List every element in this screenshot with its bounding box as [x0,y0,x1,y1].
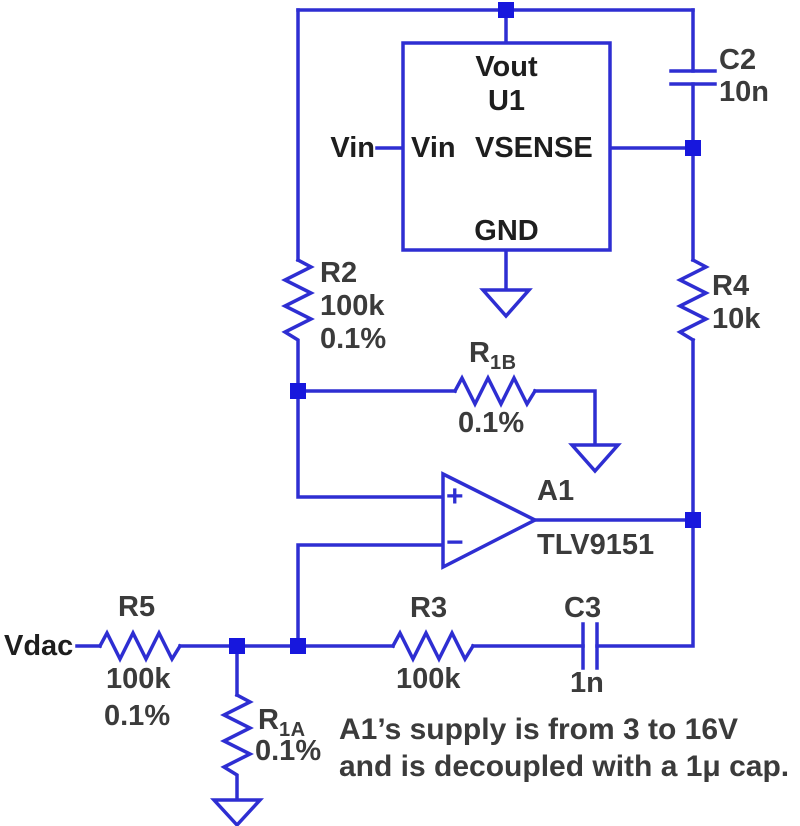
net-label-vdac: Vdac [4,630,74,662]
junction-vsense-node [685,140,701,156]
capacitor-c2-symbol [669,69,717,86]
r1a-ref-main: R [258,704,279,736]
r1a-tol-label: 0.1% [255,735,322,767]
ground-symbol-r1a [210,798,264,826]
wire-opamp-minus-input [296,543,445,648]
ground-symbol-u1 [479,288,533,319]
r1b-ref-main: R [469,337,490,369]
r1b-tol-label: 0.1% [458,407,525,439]
c3-ref-label: C3 [564,592,602,624]
r4-ref-label: R4 [712,270,750,302]
r1b-ref-label: R1B [469,337,517,374]
u1-body [401,41,612,252]
r5-ref-label: R5 [118,591,156,623]
junction-output-node [685,512,701,528]
resistor-r1b-symbol [452,374,538,408]
r2-tol-label: 0.1% [320,323,387,355]
wires-group [75,8,717,802]
wire-r1b-to-ground [533,389,597,447]
r3-value-label: 100k [396,663,461,695]
u1-pin-gnd-label: GND [474,215,539,247]
a1-ref-label: A1 [537,475,575,507]
r2-value-label: 100k [320,290,385,322]
c3-value-label: 1n [570,667,604,699]
r1a-ref-subscript: 1A [278,719,306,741]
u1-pin-vsense-label: VSENSE [475,132,593,164]
r1b-ref-subscript: 1B [489,352,517,374]
resistor-r3-symbol [390,629,476,663]
r5-tol-label: 0.1% [104,700,171,732]
u1-designator-label: U1 [487,85,526,117]
junction-r1a-node [229,638,245,654]
capacitor-c3-symbol [581,622,599,670]
c2-ref-label: C2 [719,44,757,76]
c2-value-label: 10n [719,76,769,108]
resistor-r5-symbol [97,629,183,663]
resistor-r4-symbol [676,257,710,343]
junction-vout-node [498,2,514,18]
resistor-r1a-symbol [220,692,254,802]
r3-ref-label: R3 [410,592,448,624]
supply-note-line2: and is decoupled with a 1μ cap. [339,750,790,783]
net-label-vin: Vin [330,132,375,164]
opamp-minus-sign: − [446,526,464,559]
opamp-a1-symbol [441,471,539,570]
r4-value-label: 10k [712,303,761,335]
r5-value-label: 100k [106,663,171,695]
wire-opamp-plus-input [296,389,445,499]
ground-symbol-r1b [568,443,622,474]
supply-note-line1: A1’s supply is from 3 to 16V [339,713,739,746]
u1-pin-vin-label: Vin [411,132,456,164]
wire-output-to-c3 [595,518,695,648]
r1a-ref-label: R1A [258,704,306,741]
resistor-r2-symbol [281,257,315,393]
junction-r2-r1b-node [290,383,306,399]
u1-pin-vout-label: Vout [475,51,538,83]
opamp-plus-sign: + [446,480,464,513]
r2-ref-label: R2 [320,257,358,289]
junction-minus-input-node [290,638,306,654]
a1-part-label: TLV9151 [537,529,655,561]
